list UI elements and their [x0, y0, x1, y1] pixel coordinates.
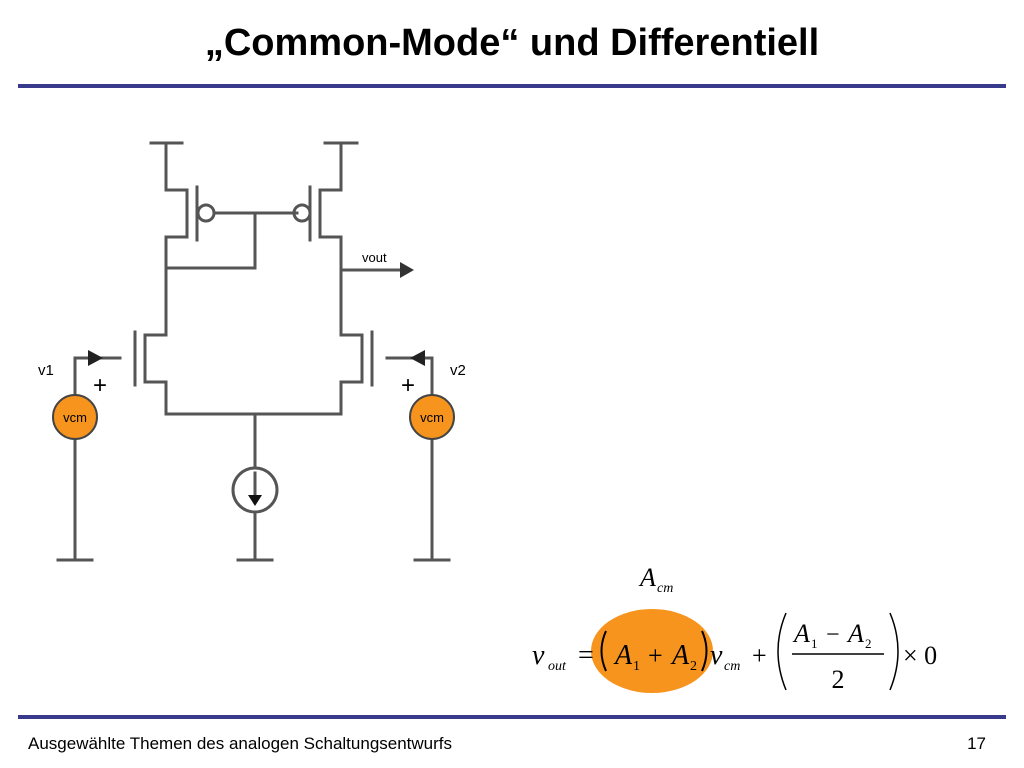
footer-text: Ausgewählte Themen des analogen Schaltun…	[28, 734, 453, 753]
times-zero: × 0	[903, 641, 937, 670]
output-arrow-icon	[400, 262, 414, 278]
vcm-symbol: v	[710, 640, 723, 671]
acm-main: A	[638, 563, 656, 592]
vcm-label-right: vcm	[420, 410, 444, 425]
a2-symbol: A	[670, 640, 690, 671]
input-arrow-right-icon	[410, 350, 425, 366]
v1-label: v1	[38, 362, 54, 379]
a2-numerator-sub: 2	[865, 636, 872, 651]
current-arrow-icon	[248, 495, 262, 506]
a1-sub: 1	[633, 659, 640, 674]
minus-operator: −	[826, 622, 840, 648]
a2-numerator: A	[846, 619, 864, 648]
plus-sign-right: +	[401, 372, 415, 399]
vcm-source-right	[409, 394, 455, 440]
a2-sub: 2	[690, 659, 697, 674]
footer-divider	[18, 715, 1006, 719]
input-arrow-left-icon	[88, 350, 103, 366]
vcm-sub: cm	[724, 659, 740, 674]
vcm-label-left: vcm	[63, 410, 87, 425]
plus-operator-2: +	[752, 641, 767, 670]
title-divider	[18, 84, 1006, 88]
v2-label: v2	[450, 362, 466, 379]
a1-symbol: A	[613, 640, 633, 671]
pmos-left	[164, 185, 299, 242]
page-number: 17	[967, 734, 986, 753]
a1-numerator-sub: 1	[811, 636, 818, 651]
acm-highlight	[591, 609, 713, 693]
pmos-right	[292, 185, 343, 242]
vout-sub: out	[548, 659, 567, 674]
plus-operator: +	[648, 641, 663, 670]
plus-sign-left: +	[93, 372, 107, 399]
vout-symbol: v	[532, 640, 545, 671]
vcm-source-left	[52, 394, 98, 440]
denominator: 2	[832, 665, 845, 694]
slide-title: „Common-Mode“ und Differentiell	[204, 22, 820, 64]
acm-sub: cm	[657, 581, 673, 596]
equals-sign: =	[578, 640, 594, 671]
a1-numerator: A	[792, 619, 810, 648]
equation: A cm v out = A 1 + A 2 v cm + A 1 − A 2 …	[532, 563, 937, 694]
vout-label: vout	[362, 250, 387, 265]
